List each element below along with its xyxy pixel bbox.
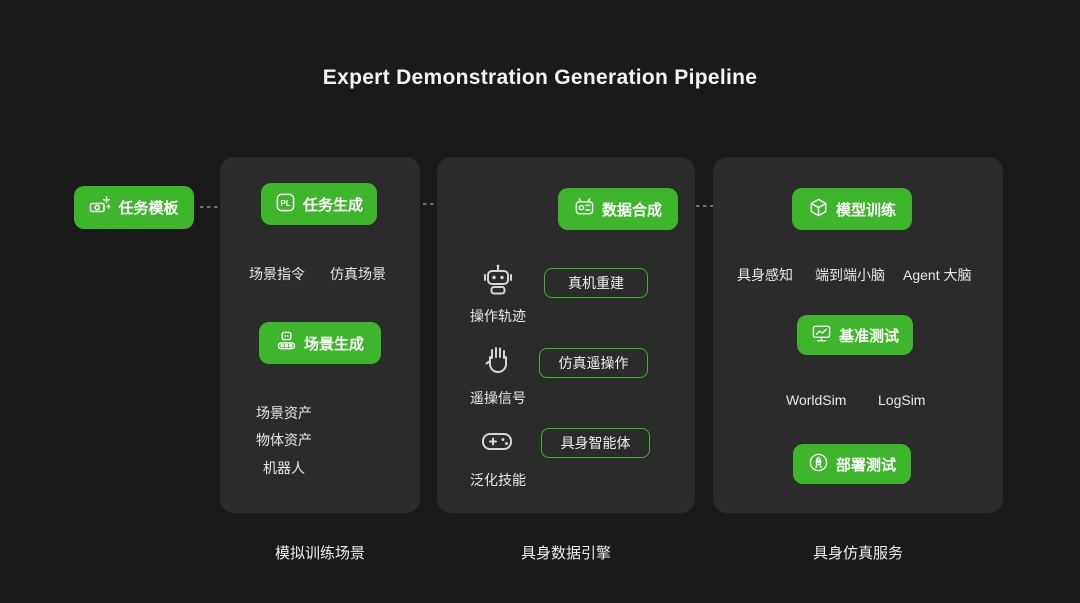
asset-object-label: 物体资产 <box>256 432 312 448</box>
logsim-label: LogSim <box>878 392 926 408</box>
operation-trajectory-label: 操作轨迹 <box>470 308 526 324</box>
task-generation-node: PL 任务生成 <box>261 183 377 225</box>
robot-icon <box>480 262 516 303</box>
data-synthesis-icon <box>574 197 595 222</box>
task-generation-label: 任务生成 <box>302 196 363 214</box>
end-to-end-cerebellum-label: 端到端小脑 <box>815 267 885 283</box>
caption-embodied-simulation-services: 具身仿真服务 <box>812 545 903 562</box>
simulated-teleoperation-box: 仿真遥操作 <box>539 348 648 378</box>
benchmark-test-node: 基准测试 <box>797 315 913 355</box>
benchmark-test-label: 基准测试 <box>838 327 899 345</box>
task-template-node: 任务模板 <box>74 186 194 229</box>
page-title: Expert Demonstration Generation Pipeline <box>322 66 758 89</box>
deployment-test-label: 部署测试 <box>835 456 896 474</box>
scene-generation-icon <box>276 331 297 356</box>
data-synthesis-label: 数据合成 <box>601 201 662 219</box>
task-template-label: 任务模板 <box>118 200 179 217</box>
embodied-perception-label: 具身感知 <box>737 267 793 283</box>
pl-badge-icon: PL <box>275 192 296 217</box>
real-machine-reconstruction-box: 真机重建 <box>544 268 648 298</box>
embodied-agent-box: 具身智能体 <box>541 428 650 458</box>
teleop-signal-label: 遥操信号 <box>470 390 526 406</box>
asset-scene-label: 场景资产 <box>256 405 312 421</box>
model-training-label: 模型训练 <box>835 201 896 219</box>
scene-instruction-label: 场景指令 <box>249 266 305 282</box>
worldsim-label: WorldSim <box>786 392 847 408</box>
glove-icon <box>482 344 514 381</box>
agent-brain-label: Agent 大脑 <box>903 267 972 283</box>
model-training-node: 模型训练 <box>792 188 912 230</box>
scene-generation-label: 场景生成 <box>303 335 364 353</box>
benchmark-icon <box>811 323 832 348</box>
scene-generation-node: 场景生成 <box>259 322 381 364</box>
asset-robot-label: 机器人 <box>263 460 305 476</box>
caption-embodied-data-engine: 具身数据引擎 <box>520 545 611 562</box>
svg-text:PL: PL <box>280 199 290 208</box>
data-synthesis-node: 数据合成 <box>558 188 678 230</box>
simulated-scene-label: 仿真场景 <box>330 266 386 282</box>
deployment-icon <box>808 452 829 477</box>
caption-simulated-training-scenes: 模拟训练场景 <box>274 545 365 562</box>
deployment-test-node: 部署测试 <box>793 444 911 484</box>
model-training-icon <box>808 197 829 222</box>
generalized-skill-label: 泛化技能 <box>470 472 526 488</box>
gamepad-icon <box>480 424 514 463</box>
task-template-icon <box>89 195 112 221</box>
